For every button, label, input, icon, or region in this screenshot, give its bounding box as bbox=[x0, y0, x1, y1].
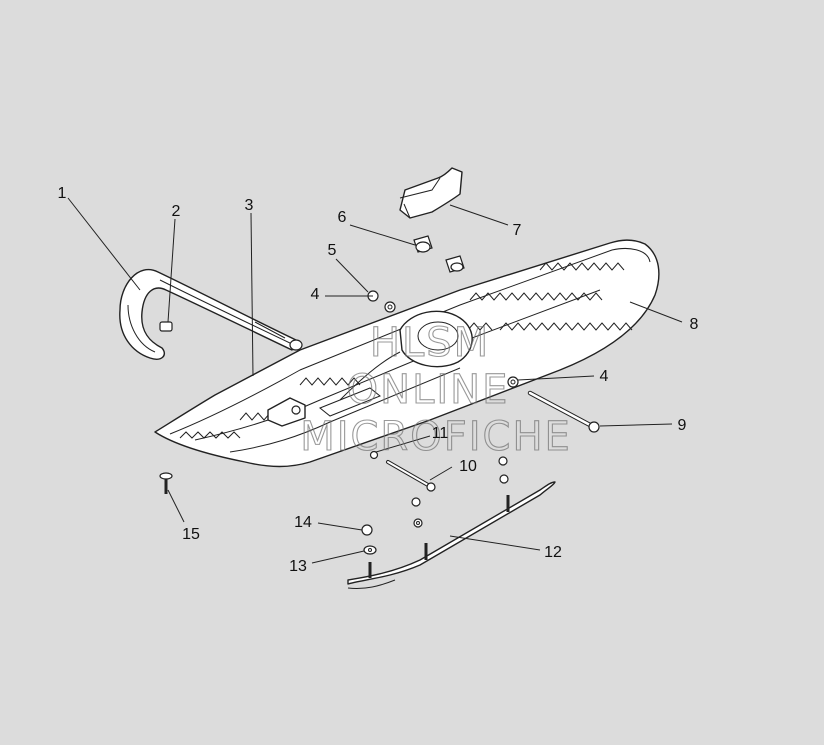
watermark: HLSM ONLINE MICROFICHE bbox=[300, 319, 572, 460]
ski-handle bbox=[119, 269, 303, 360]
callout-6: 6 bbox=[338, 209, 347, 226]
wear-bar-hardware bbox=[361, 456, 509, 555]
carbide-stud bbox=[369, 450, 436, 492]
callout-labels: 1 2 3 4 4 5 6 7 8 9 10 11 12 13 14 15 bbox=[58, 185, 699, 575]
spindle-bolt bbox=[527, 390, 600, 433]
callout-4-upper: 4 bbox=[311, 286, 320, 303]
leader-lines bbox=[67, 197, 683, 564]
watermark-line-2: ONLINE bbox=[347, 367, 510, 413]
ski-bumper bbox=[399, 167, 463, 219]
screw-part-15 bbox=[159, 472, 173, 494]
callout-13: 13 bbox=[289, 558, 307, 575]
callout-5: 5 bbox=[328, 242, 337, 259]
handle-bolt bbox=[159, 321, 173, 332]
ski-body bbox=[154, 239, 660, 468]
callout-7: 7 bbox=[513, 222, 522, 239]
callout-8: 8 bbox=[690, 316, 699, 333]
callout-14: 14 bbox=[294, 514, 312, 531]
callout-11: 11 bbox=[432, 425, 449, 442]
pivot-hardware bbox=[367, 235, 519, 388]
callout-9: 9 bbox=[678, 417, 687, 434]
callout-12: 12 bbox=[544, 544, 562, 561]
callout-15: 15 bbox=[182, 526, 200, 543]
watermark-line-3: MICROFICHE bbox=[300, 414, 572, 460]
callout-3: 3 bbox=[245, 197, 254, 214]
watermark-line-1: HLSM bbox=[370, 320, 490, 366]
callout-2: 2 bbox=[172, 203, 181, 220]
wear-bar bbox=[347, 481, 556, 589]
callout-10: 10 bbox=[459, 458, 477, 475]
callout-4-lower: 4 bbox=[600, 368, 609, 385]
callout-1: 1 bbox=[58, 185, 67, 202]
